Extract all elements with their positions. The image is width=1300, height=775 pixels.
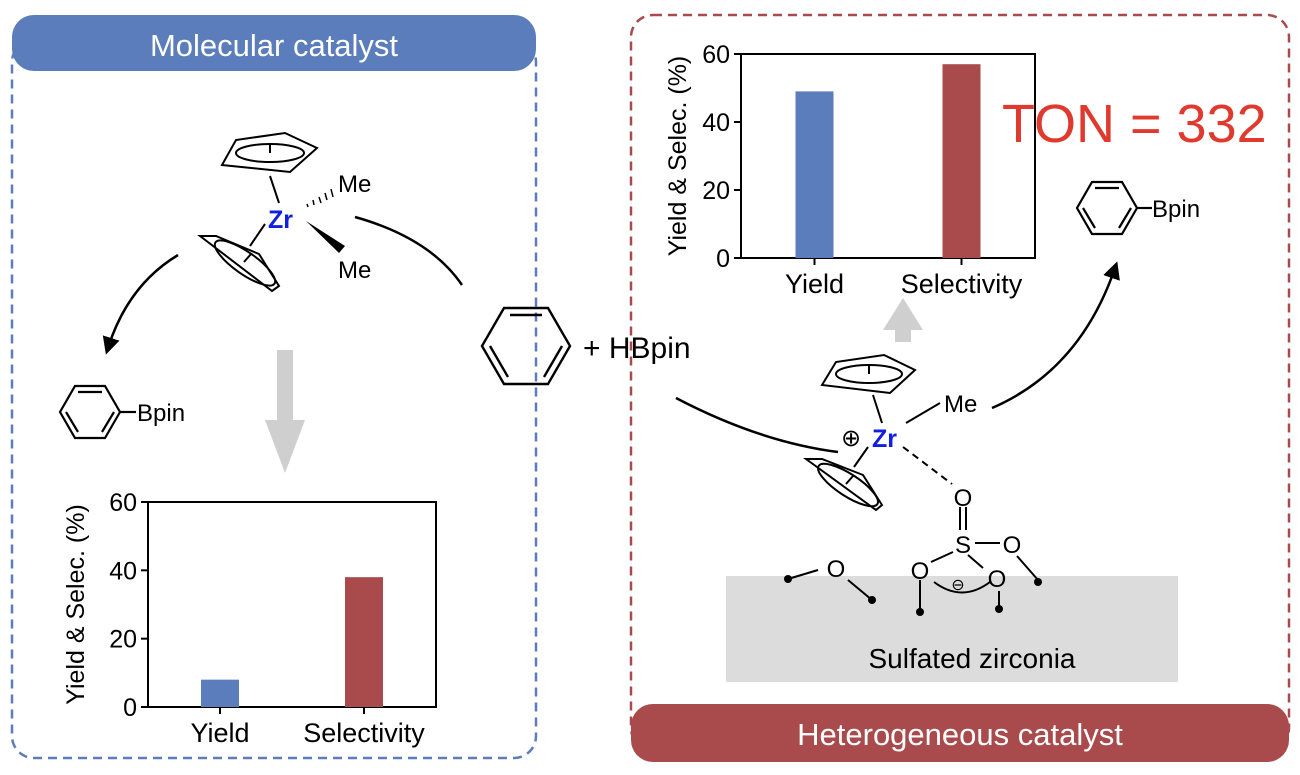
molecular-panel-header (12, 15, 536, 71)
heterogeneous-bar-selectivity (942, 64, 981, 258)
molecular-chart-frame (147, 501, 437, 708)
molecular-x-tick-label: Selectivity (303, 718, 425, 748)
methyl-label-top: Me (338, 171, 371, 198)
heterogeneous-x-tick-label: Yield (785, 269, 844, 299)
reactant-curve-left (354, 215, 464, 286)
zr-cp-bond-top (269, 175, 280, 204)
gray-down-arrow (265, 350, 305, 473)
sulfur-label: S (955, 532, 971, 559)
methyl-label-right: Me (944, 391, 977, 418)
zirconium-label-right: Zr (872, 425, 897, 453)
oxygen-label-top: O (954, 485, 973, 512)
surface-atom-dots (784, 575, 1042, 616)
oxygen-label-right: O (1003, 532, 1022, 559)
oxygen-label-surface: O (827, 556, 846, 583)
heterogeneous-y-tick-label: 20 (702, 177, 730, 205)
heterogeneous-bar-yield (795, 91, 834, 259)
surface-oxygen-bond-b (847, 579, 873, 601)
reaction-reagent-label: + HBpin (583, 332, 691, 365)
surface-oxygen-bond-a (787, 569, 819, 580)
phenylboronate-molecule-right (1075, 180, 1152, 236)
sulfur-oxygen-bond-left (930, 551, 954, 563)
zirconocene-dimethyl-molecule (197, 131, 345, 293)
molecular-bar-yield (201, 679, 239, 707)
phenylboronate-molecule-left (58, 384, 136, 440)
heterogeneous-panel-title: Heterogeneous catalyst (797, 717, 1123, 752)
zr-methyl-bond (905, 402, 941, 424)
cyclopentadienyl-ring-bottom (197, 235, 281, 293)
support-label: Sulfated zirconia (868, 643, 1075, 674)
zr-cp-bond-top-right (872, 394, 883, 424)
arrow-to-product-right (991, 261, 1120, 410)
molecular-y-axis-label: Yield & Selec. (%) (62, 504, 90, 705)
zirconia-support-surface (726, 576, 1178, 682)
heterogeneous-y-tick-label: 0 (716, 245, 730, 273)
molecular-panel-border (10, 38, 538, 760)
hashed-wedge-bond (306, 188, 334, 208)
zirconium-label-left: Zr (268, 206, 293, 234)
molecular-y-tick-label: 0 (123, 694, 137, 722)
cation-charge: ⊕ (841, 425, 861, 452)
molecular-y-tick-label: 20 (109, 626, 137, 654)
bold-wedge-bond (306, 221, 345, 253)
bpin-label-left: Bpin (137, 400, 185, 427)
oxygen-surface-bond-right (1016, 555, 1039, 581)
zr-oxygen-dative-bond (902, 446, 953, 485)
methyl-label-bottom: Me (338, 257, 371, 284)
cyclopentadienyl-ring-top (220, 131, 319, 174)
molecular-y-tick-label: 60 (109, 489, 137, 517)
zr-cp-bond-bottom (249, 223, 266, 247)
heterogeneous-y-tick-label: 40 (702, 109, 730, 137)
supported-zirconocene-molecule (787, 353, 1039, 610)
molecular-x-tick-label: Yield (190, 718, 249, 748)
molecular-panel: Molecular catalyst (10, 15, 538, 760)
heterogeneous-y-axis-label: Yield & Selec. (%) (664, 56, 692, 257)
zr-cp-bond-bottom-right (853, 446, 869, 468)
cyclopentadienyl-ring-top-right (820, 353, 917, 395)
heterogeneous-chart-frame (740, 53, 1036, 259)
heterogeneous-y-tick-label: 60 (702, 41, 730, 69)
oxygen-label-bottom: O (988, 566, 1007, 593)
heterogeneous-x-tick-label: Selectivity (901, 269, 1023, 299)
delocalized-charge-arc (933, 581, 991, 594)
bpin-label-right: Bpin (1152, 196, 1200, 223)
turnover-number: TON = 332 (1002, 94, 1267, 154)
gray-up-arrow (883, 298, 923, 342)
molecular-bar-selectivity (345, 577, 383, 707)
arrow-to-product-left (102, 253, 179, 355)
heterogeneous-panel-header (631, 704, 1289, 762)
benzene-reactant (480, 306, 572, 386)
reactant-curve-right (675, 396, 839, 454)
anion-charge: ⊖ (951, 577, 964, 594)
cyclopentadienyl-ring-bottom-right (802, 458, 884, 512)
molecular-panel-title: Molecular catalyst (150, 28, 398, 63)
molecular-y-tick-label: 40 (109, 557, 137, 585)
oxygen-label-left: O (911, 558, 930, 585)
sulfur-oxygen-bond-bottom (967, 554, 984, 569)
